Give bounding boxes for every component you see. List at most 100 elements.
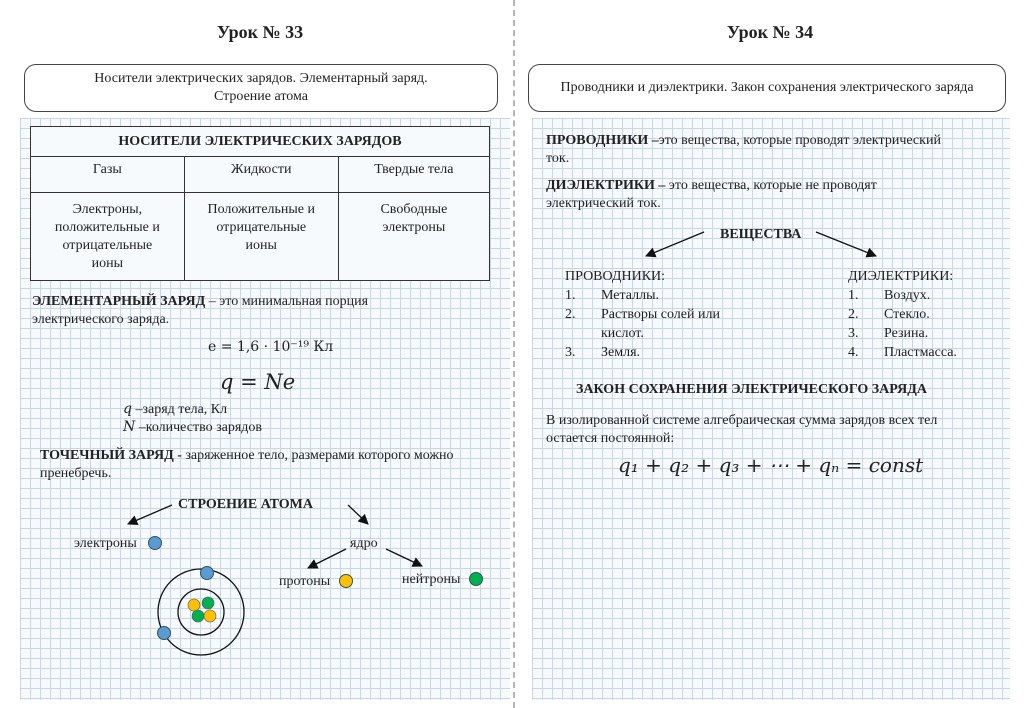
right-grid-background: [532, 118, 1010, 700]
lesson-33-topic-box: Носители электрических зарядов. Элемента…: [24, 64, 498, 112]
q-symbol: q: [123, 401, 132, 417]
list-item: 4. Пластмасса.: [848, 343, 998, 362]
dielectrics-list: 1. Воздух. 2.Стекло. 3. Резина. 4. Пластмас…: [848, 286, 998, 362]
list-text: кислот.: [601, 326, 644, 341]
cell-gases-carriers: Электроны, положительные и отрицательные…: [30, 192, 185, 281]
arrow-to-neutrons: [385, 548, 423, 567]
label-nucleus: ядро: [350, 536, 378, 551]
conservation-law-formula: q₁ + q₂ + q₃ + ⋯ + qₙ = const: [618, 453, 924, 477]
conductors-heading: ПРОВОДНИКИ:: [565, 269, 666, 284]
neutron-legend-dot: [469, 572, 483, 586]
cell-line: электроны: [382, 220, 446, 235]
q-description: q –заряд тела, Кл: [123, 400, 227, 419]
list-item: 2. Растворы солей или кислот.: [565, 305, 775, 343]
elementary-charge-def-line2: электрического заряда.: [32, 312, 170, 327]
conductors-list: 1. Металлы. 2. Растворы солей или кислот. 3…: [565, 286, 775, 362]
page-divider: [513, 0, 515, 708]
column-solids: Твердые тела: [337, 156, 491, 193]
law-line1: В изолированной системе алгебраическая с…: [546, 413, 938, 428]
dielectrics-def-line2: электрический ток.: [546, 196, 661, 211]
charge-formula-q-ne: q = Ne: [220, 370, 296, 394]
dielectrics-definition: ДИЭЛЕКТРИКИ – это вещества, которые не п…: [546, 177, 1002, 213]
lesson-33-topic-line2: Строение атома: [213, 89, 309, 104]
nucleus-proton: [203, 609, 217, 623]
n-desc-text: –количество зарядов: [135, 420, 263, 435]
label-neutrons: нейтроны: [402, 572, 461, 587]
conductors-term: ПРОВОДНИКИ –: [546, 133, 659, 148]
lesson-34-title: Урок № 34: [726, 22, 814, 42]
list-text: Металлы.: [601, 288, 659, 303]
dielectrics-heading: ДИЭЛЕКТРИКИ:: [848, 269, 954, 284]
lesson-33-title: Урок № 33: [216, 22, 304, 42]
arrow-to-electrons: [127, 504, 173, 526]
elementary-charge-term: ЭЛЕМЕНТАРНЫЙ ЗАРЯД: [32, 294, 206, 309]
list-text: Растворы солей или: [601, 307, 720, 322]
elementary-charge-formula: e = 1,6 · 10⁻¹⁹ Кл: [208, 339, 334, 355]
electron-orbit-outer: [157, 568, 245, 656]
conductors-list-block: ПРОВОДНИКИ: 1. Металлы. 2. Растворы солей …: [565, 268, 775, 362]
cell-solids-carriers: Свободные электроны: [337, 192, 491, 281]
list-number: 2.: [565, 307, 576, 322]
q-desc-text: –заряд тела, Кл: [131, 402, 228, 417]
list-item: 2.Стекло.: [848, 305, 998, 324]
list-text: Стекло.: [884, 307, 930, 322]
lesson-34-topic: Проводники и диэлектрики. Закон сохранен…: [560, 80, 974, 95]
conservation-law-title: ЗАКОН СОХРАНЕНИЯ ЭЛЕКТРИЧЕСКОГО ЗАРЯДА: [576, 382, 927, 397]
list-item: 1. Металлы.: [565, 286, 775, 305]
cell-line: Положительные и: [207, 202, 316, 217]
conductors-definition: ПРОВОДНИКИ –это вещества, которые провод…: [546, 132, 1002, 168]
list-text: Земля.: [601, 345, 641, 360]
cell-line: отрицательные: [216, 220, 307, 235]
list-text: Пластмасса.: [884, 345, 957, 360]
nucleus-neutron: [191, 609, 205, 623]
orbit-electron-2: [157, 626, 171, 640]
list-number: 1.: [848, 288, 859, 303]
cell-line: Свободные: [380, 202, 448, 217]
list-item: 1. Воздух.: [848, 286, 998, 305]
list-number: 3.: [848, 326, 859, 341]
n-description: N –количество зарядов: [123, 418, 262, 437]
table-header: НОСИТЕЛИ ЭЛЕКТРИЧЕСКИХ ЗАРЯДОВ: [30, 126, 490, 157]
list-text: Воздух.: [884, 288, 931, 303]
point-charge-def-line1: заряженное тело, размерами которого можн…: [181, 448, 454, 463]
cell-line: отрицательные: [62, 238, 153, 253]
list-text: Резина.: [884, 326, 929, 341]
list-number: 4.: [848, 345, 859, 360]
arrow-to-protons: [307, 548, 347, 569]
substances-heading: ВЕЩЕСТВА: [720, 227, 802, 242]
arrow-to-nucleus: [347, 504, 369, 525]
elementary-charge-definition: ЭЛЕМЕНТАРНЫЙ ЗАРЯД – это минимальная пор…: [32, 293, 502, 329]
dielectrics-list-block: ДИЭЛЕКТРИКИ: 1. Воздух. 2.Стекло. 3. Резин…: [848, 268, 998, 362]
electron-orbit-inner: [177, 588, 225, 636]
atom-structure-title: СТРОЕНИЕ АТОМА: [178, 497, 314, 512]
column-gases: Газы: [30, 156, 185, 193]
orbit-electron-1: [200, 566, 214, 580]
label-electrons: электроны: [74, 536, 137, 551]
cell-line: ионы: [245, 238, 277, 253]
point-charge-def-line2: пренебречь.: [40, 466, 112, 481]
conservation-law-statement: В изолированной системе алгебраическая с…: [546, 412, 1002, 448]
nucleus-proton: [187, 598, 201, 612]
conductors-def-line1: это вещества, которые проводят электриче…: [658, 133, 941, 148]
arrow-to-dielectrics: [815, 231, 877, 258]
label-protons: протоны: [279, 574, 331, 589]
nucleus-neutron: [201, 596, 215, 610]
arrow-to-conductors: [645, 231, 705, 258]
list-item: 3. Земля.: [565, 343, 775, 362]
charge-carriers-table: НОСИТЕЛИ ЭЛЕКТРИЧЕСКИХ ЗАРЯДОВ Газы Жидк…: [30, 126, 491, 281]
elementary-charge-def-line1: – это минимальная порция: [205, 294, 369, 309]
cell-line: Электроны,: [72, 202, 143, 217]
proton-legend-dot: [339, 574, 353, 588]
cell-line: положительные и: [54, 220, 160, 235]
column-liquids: Жидкости: [183, 156, 339, 193]
lesson-34-topic-box: Проводники и диэлектрики. Закон сохранен…: [528, 64, 1006, 112]
list-number: 3.: [565, 345, 576, 360]
point-charge-term: ТОЧЕЧНЫЙ ЗАРЯД -: [40, 448, 182, 463]
electron-legend-dot: [148, 536, 162, 550]
law-line2: остается постоянной:: [546, 431, 675, 446]
point-charge-definition: ТОЧЕЧНЫЙ ЗАРЯД - заряженное тело, размер…: [40, 447, 510, 483]
conductors-def-line2: ток.: [546, 151, 570, 166]
lesson-33-topic-line1: Носители электрических зарядов. Элемента…: [94, 71, 428, 86]
list-number: 1.: [565, 288, 576, 303]
